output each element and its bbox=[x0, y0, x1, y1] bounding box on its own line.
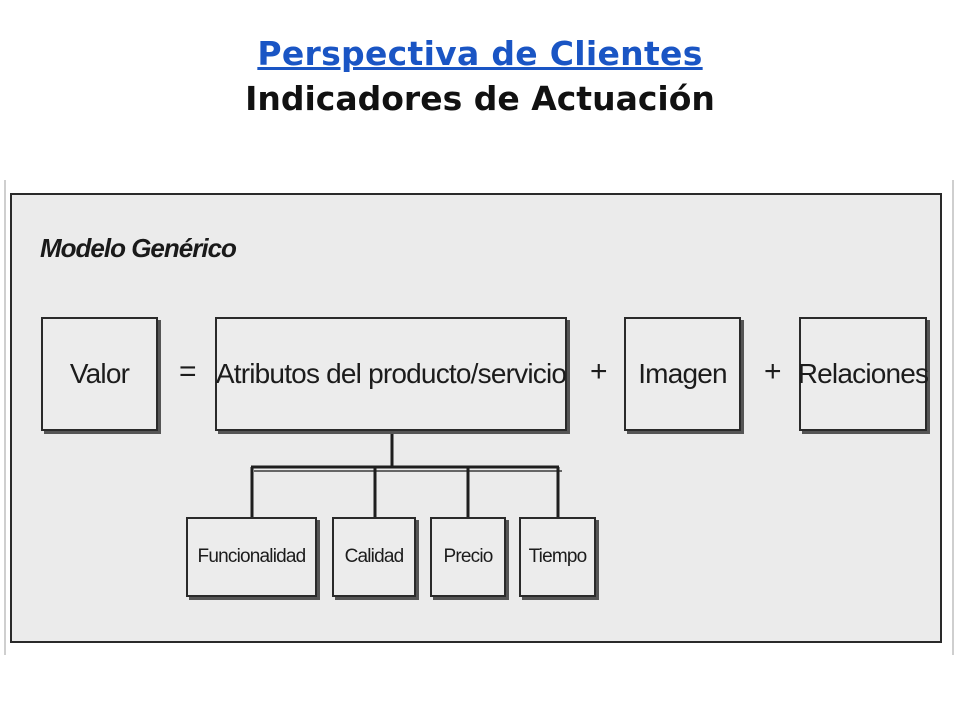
box-tiempo: Tiempo bbox=[519, 517, 596, 597]
box-relaciones: Relaciones bbox=[798, 317, 929, 431]
title-link-perspectiva-de-clientes[interactable]: Perspectiva de Clientes bbox=[257, 34, 703, 73]
box-imagen: Imagen bbox=[624, 317, 741, 431]
operator-plus-1: + bbox=[590, 355, 608, 388]
diagram-title: Modelo Genérico bbox=[40, 233, 237, 263]
box-atributos: Atributos del producto/servicio bbox=[215, 317, 567, 431]
box-calidad: Calidad bbox=[332, 517, 416, 597]
tree-connectors bbox=[250, 431, 562, 517]
header: Perspectiva de Clientes Indicadores de A… bbox=[0, 34, 960, 118]
diagram-panel: Modelo Genérico Valor = Atributos del pr… bbox=[10, 193, 942, 643]
operator-equals: = bbox=[179, 355, 197, 388]
box-valor: Valor bbox=[41, 317, 158, 431]
page-subtitle: Indicadores de Actuación bbox=[245, 79, 715, 118]
box-precio: Precio bbox=[430, 517, 506, 597]
operator-plus-2: + bbox=[764, 355, 782, 388]
panel-edge-shadow bbox=[4, 180, 954, 655]
box-funcionalidad: Funcionalidad bbox=[186, 517, 317, 597]
